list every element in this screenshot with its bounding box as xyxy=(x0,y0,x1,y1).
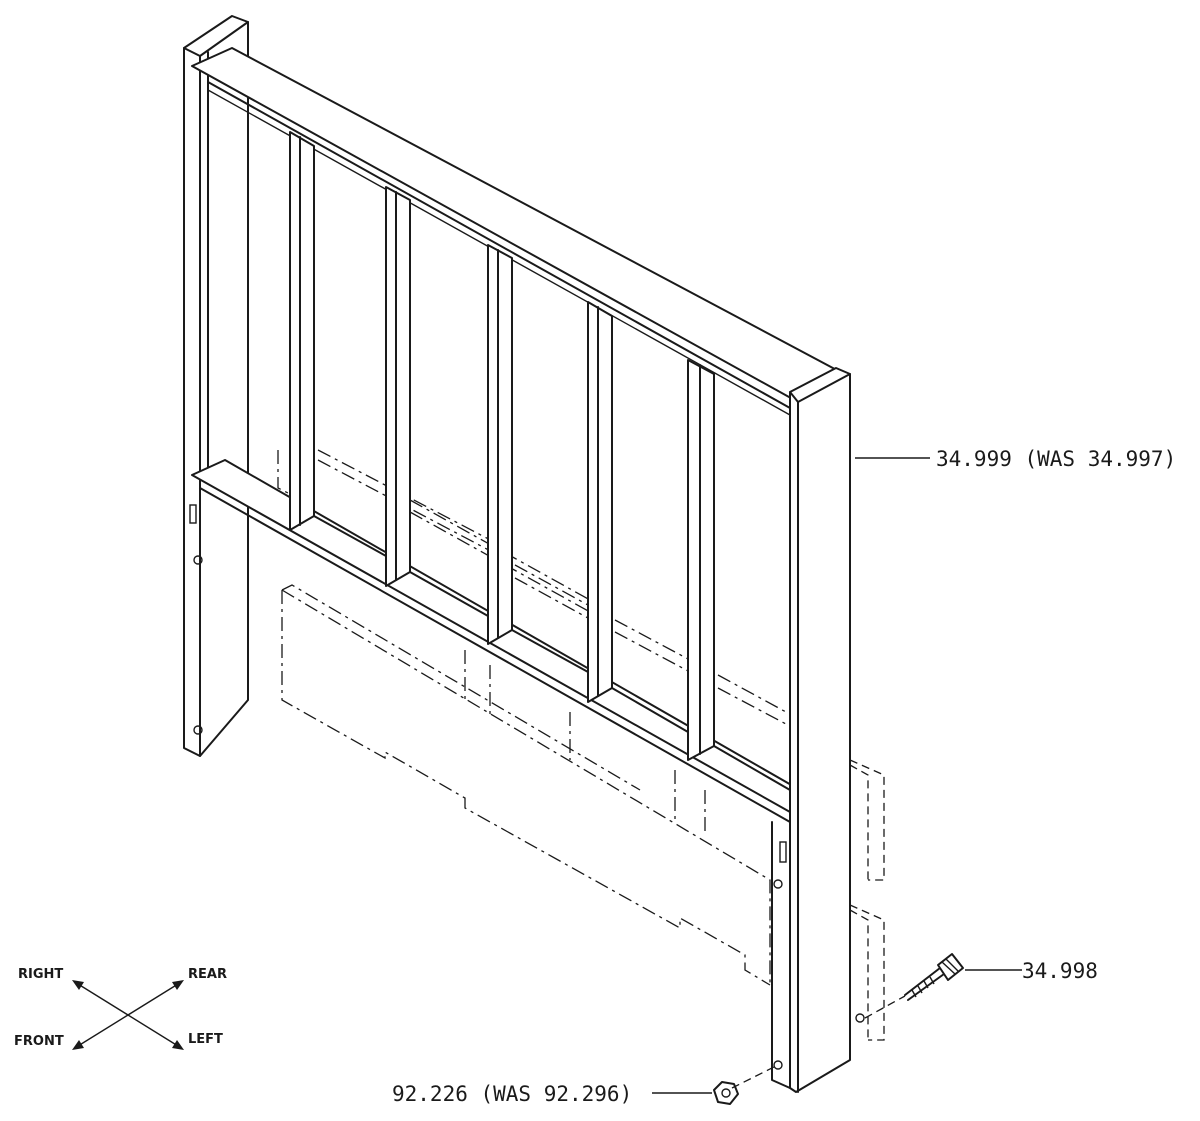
orientation-compass: RIGHT REAR FRONT LEFT xyxy=(14,967,227,1050)
direction-right-label: RIGHT xyxy=(18,967,63,982)
screw-part xyxy=(864,953,964,1019)
direction-front-label: FRONT xyxy=(14,1034,64,1049)
arrow-rear-icon xyxy=(172,980,184,990)
arrow-front-icon xyxy=(72,1040,84,1050)
vertical-slats xyxy=(289,131,791,791)
rear-bracket-upper xyxy=(849,759,885,1041)
arrow-left-icon xyxy=(172,1040,184,1050)
direction-left-label: LEFT xyxy=(188,1032,223,1047)
right-post xyxy=(771,367,851,1093)
direction-rear-label: REAR xyxy=(188,967,227,982)
callout-nut-label: 92.226 (WAS 92.296) xyxy=(392,1082,632,1106)
left-post xyxy=(183,15,249,757)
leader-lines xyxy=(652,457,1022,1094)
nut-part xyxy=(713,1065,777,1105)
callout-screw-label: 34.998 xyxy=(1022,959,1098,983)
callout-post-label: 34.999 (WAS 34.997) xyxy=(936,447,1176,471)
arrow-right-icon xyxy=(72,980,84,990)
